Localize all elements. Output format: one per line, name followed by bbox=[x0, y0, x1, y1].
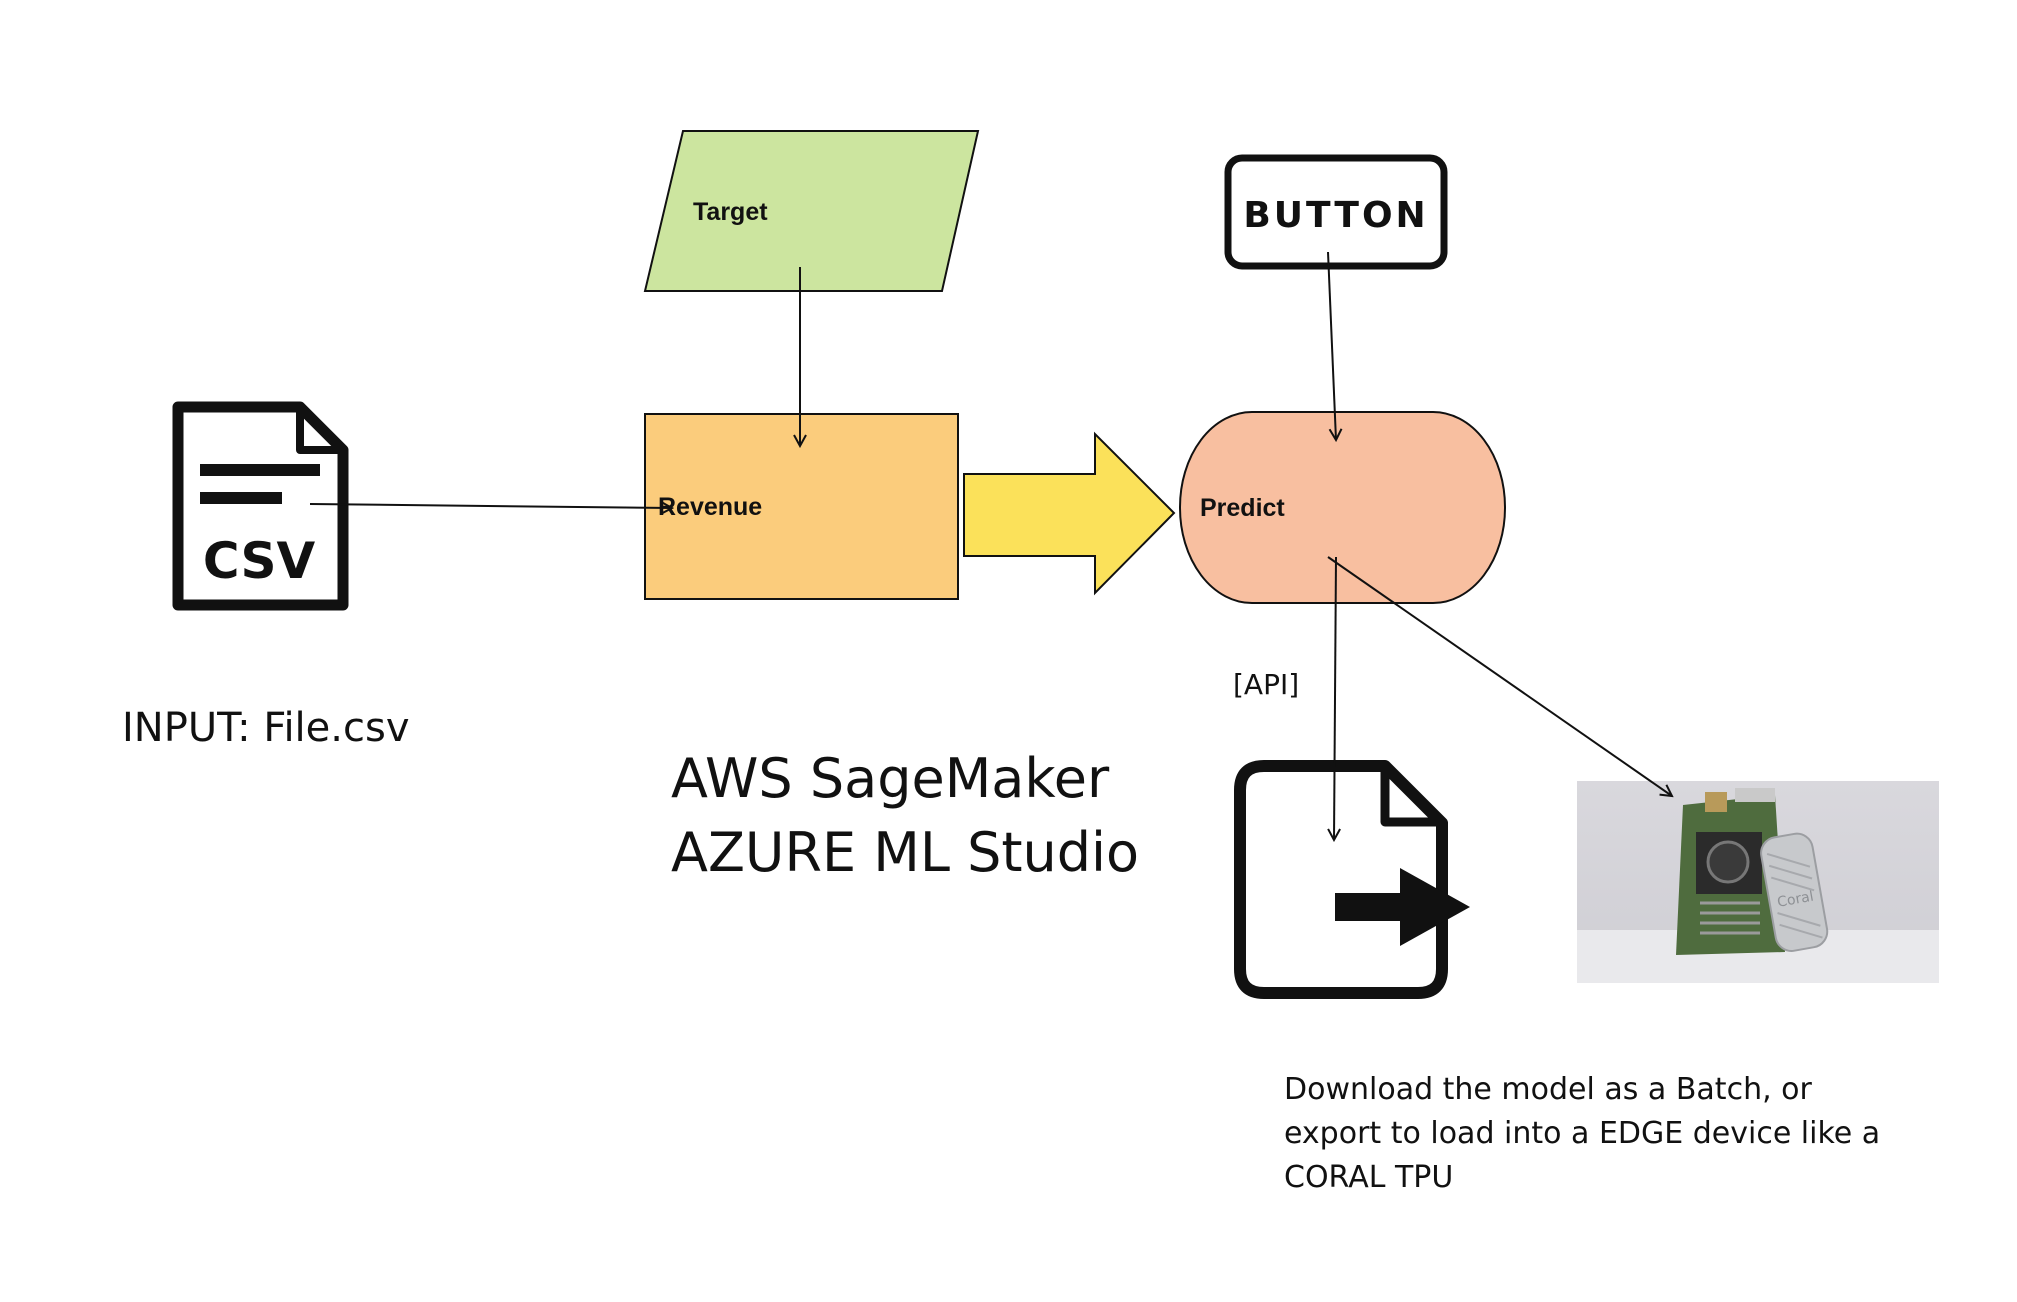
connector-csv-revenue bbox=[309, 504, 672, 508]
revenue-node: Revenue bbox=[644, 413, 959, 600]
input-caption: INPUT: File.csv bbox=[122, 705, 410, 751]
connector-predict-device bbox=[1327, 556, 1672, 796]
export-note: Download the model as a Batch, or export… bbox=[1284, 1072, 1881, 1195]
csv-icon-text: CSV bbox=[203, 532, 316, 590]
button-node[interactable]: BUTTON bbox=[1224, 154, 1448, 270]
predict-label: Predict bbox=[1200, 494, 1285, 522]
coral-device-photo: Coral bbox=[1577, 781, 1939, 983]
api-label: [API] bbox=[1233, 668, 1299, 701]
target-label: Target bbox=[693, 198, 768, 226]
flow-arrow bbox=[963, 431, 1176, 596]
revenue-label: Revenue bbox=[658, 493, 762, 521]
platform-azure: AZURE ML Studio bbox=[671, 821, 1139, 884]
file-export-icon bbox=[1234, 760, 1470, 999]
target-node: Target bbox=[643, 130, 980, 292]
connector-button-predict bbox=[1327, 251, 1336, 440]
connector-predict-export bbox=[1334, 556, 1336, 840]
device-brand: Coral bbox=[1776, 889, 1815, 911]
csv-file-icon: CSV bbox=[172, 401, 349, 611]
predict-node: Predict bbox=[1179, 411, 1506, 604]
button-label[interactable]: BUTTON bbox=[1243, 195, 1428, 236]
platform-aws: AWS SageMaker bbox=[671, 747, 1110, 810]
